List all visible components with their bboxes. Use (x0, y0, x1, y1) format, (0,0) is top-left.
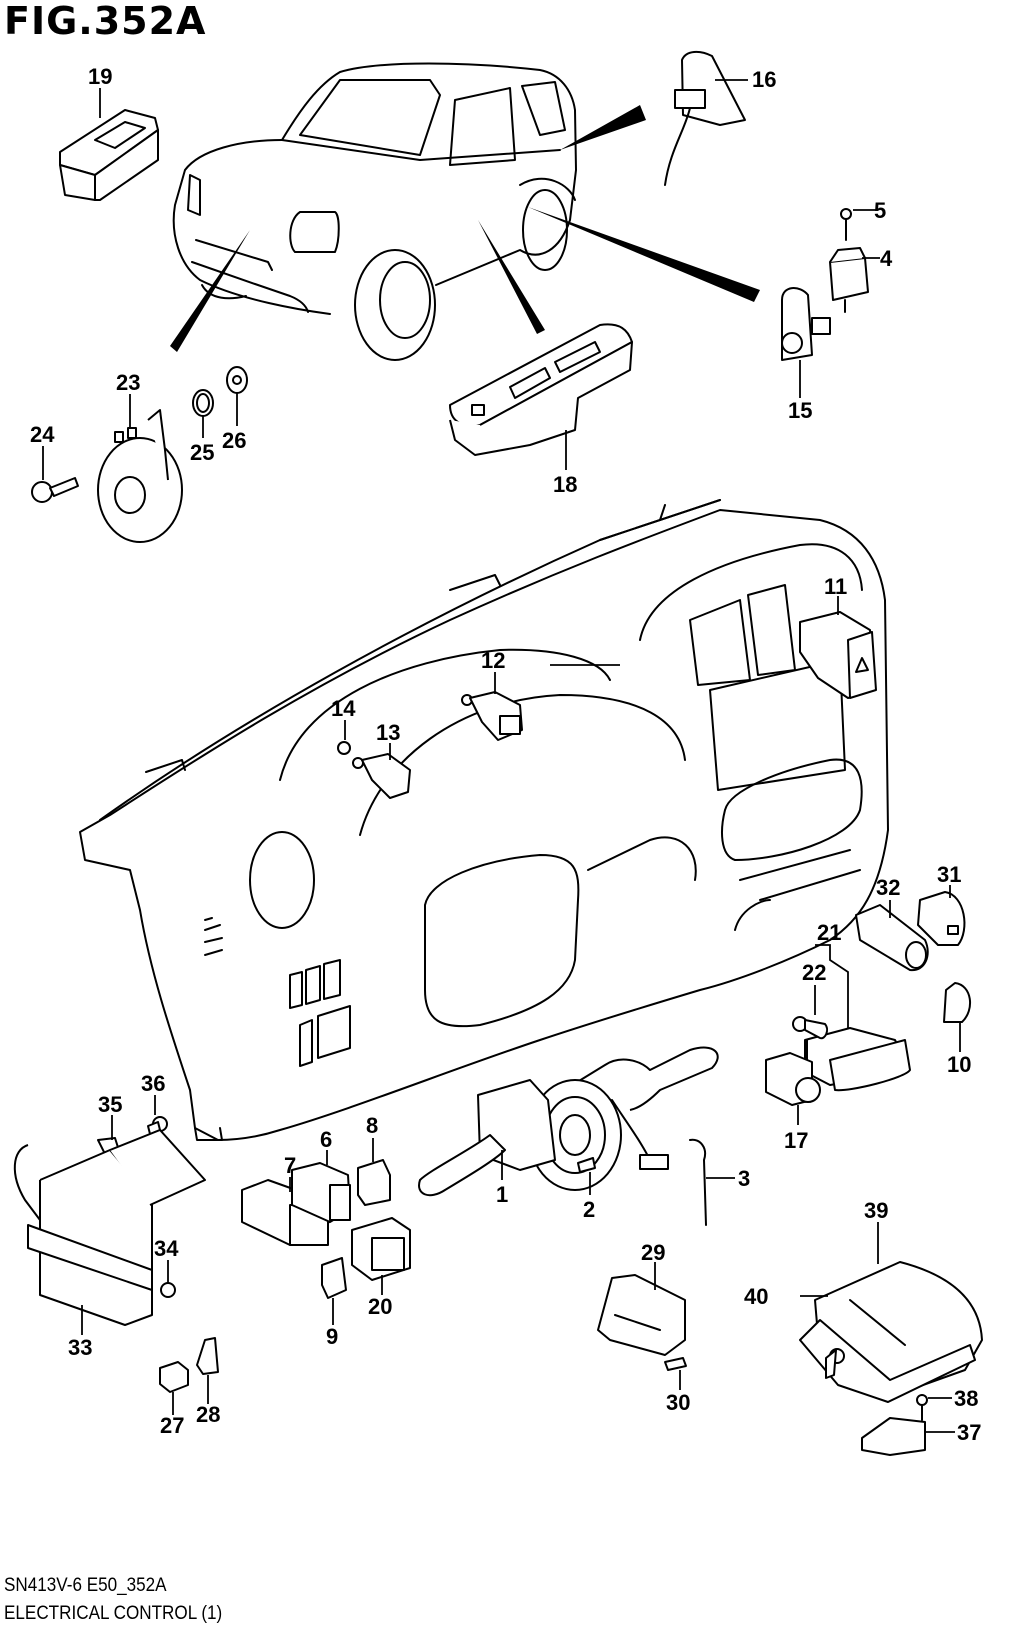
callout-11: 11 (824, 574, 847, 599)
part-40-screw (825, 1348, 845, 1379)
part-38-screw (916, 1394, 928, 1421)
part-3-cable-tie (689, 1138, 707, 1226)
callout-21: 21 (817, 920, 841, 945)
part-9-switch-cover (321, 1257, 347, 1299)
figure-id: FIG.352A (4, 0, 207, 43)
callout-1: 1 (496, 1182, 508, 1207)
part-34-grommet (160, 1282, 176, 1298)
pointer-wedge (170, 230, 250, 352)
callout-18: 18 (553, 472, 577, 497)
callout-31: 31 (937, 862, 961, 887)
callout-22: 22 (802, 960, 826, 985)
part-39-control-module (799, 1261, 983, 1403)
part-16-door-switch (664, 50, 746, 186)
pointer-wedge (478, 220, 545, 334)
callout-28: 28 (196, 1402, 220, 1427)
part-13-switch (352, 753, 411, 799)
callout-8: 8 (366, 1113, 378, 1138)
callout-38: 38 (954, 1386, 978, 1411)
callout-36: 36 (141, 1071, 165, 1096)
callout-24: 24 (30, 422, 55, 447)
instrument-panel-illustration (79, 499, 889, 1141)
part-27-relay (159, 1361, 189, 1393)
callout-16: 16 (752, 67, 776, 92)
callout-13: 13 (376, 720, 400, 745)
callout-40: 40 (744, 1284, 768, 1309)
part-23-horn (97, 409, 183, 543)
callout-26: 26 (222, 428, 246, 453)
part-15-switch (781, 287, 831, 361)
part-20-switch (351, 1217, 411, 1281)
callout-2: 2 (583, 1197, 595, 1222)
part-37-sensor (861, 1417, 926, 1456)
part-1-combination-switch (418, 1046, 719, 1197)
callout-5: 5 (874, 198, 886, 223)
part-21-switch-assembly (804, 1027, 911, 1092)
part-18-master-switch (449, 323, 633, 456)
callout-12: 12 (481, 648, 505, 673)
part-17-switch (765, 1052, 821, 1106)
callout-25: 25 (190, 440, 214, 465)
callout-14: 14 (331, 696, 356, 721)
callout-33: 33 (68, 1335, 92, 1360)
part-28-clip (196, 1337, 219, 1375)
part-32-cigar-lighter (855, 904, 929, 972)
part-14-nut (337, 741, 351, 755)
part-8-switch (357, 1159, 391, 1206)
callout-23: 23 (116, 370, 140, 395)
callout-7: 7 (284, 1153, 296, 1178)
callout-17: 17 (784, 1128, 808, 1153)
pointer-wedge (560, 105, 646, 150)
leader-lines (42, 79, 961, 1433)
part-33-control-unit (13, 1129, 206, 1326)
callout-3: 3 (738, 1166, 750, 1191)
callout-34: 34 (154, 1236, 179, 1261)
part-6-switch (291, 1162, 351, 1223)
callout-39: 39 (864, 1198, 888, 1223)
figure-title: ELECTRICAL CONTROL (1) (4, 1603, 223, 1624)
part-24-bolt (31, 477, 79, 503)
part-29-sensor (597, 1274, 686, 1356)
callout-27: 27 (160, 1413, 184, 1438)
figure-code: SN413V-6 E50_352A (4, 1575, 167, 1596)
part-4-relay (829, 247, 869, 313)
part-30-screw (664, 1357, 687, 1371)
callout-29: 29 (641, 1240, 665, 1265)
callout-30: 30 (666, 1390, 690, 1415)
vehicle-illustration (172, 62, 577, 361)
part-26-nut (226, 366, 248, 394)
part-2-screw (577, 1157, 596, 1173)
callout-6: 6 (320, 1127, 332, 1152)
callout-32: 32 (876, 875, 900, 900)
callout-9: 9 (326, 1324, 338, 1349)
part-10-switch (943, 982, 971, 1023)
callout-labels: 19 16 5 4 15 18 23 24 25 26 11 12 14 13 … (30, 64, 981, 1445)
part-22-bulb (792, 1016, 829, 1040)
part-5-screw (840, 208, 852, 241)
part-11-hazard-switch (799, 611, 877, 699)
pointer-wedge (528, 207, 760, 302)
callout-20: 20 (368, 1294, 392, 1319)
part-31-socket (917, 891, 966, 946)
callout-37: 37 (957, 1420, 981, 1445)
part-25-washer (192, 389, 214, 417)
callout-4: 4 (880, 246, 893, 271)
part-19-window-switch (59, 109, 159, 201)
callout-35: 35 (98, 1092, 122, 1117)
callout-15: 15 (788, 398, 812, 423)
callout-10: 10 (947, 1052, 971, 1077)
callout-19: 19 (88, 64, 112, 89)
